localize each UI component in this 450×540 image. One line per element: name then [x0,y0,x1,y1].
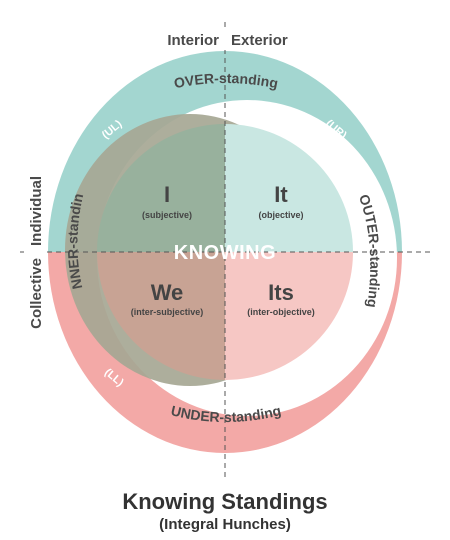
central-circle [97,124,353,380]
diagram-subtitle: (Integral Hunches) [159,516,291,533]
center-knowing-label: KNOWING [174,242,276,264]
quadrant-ll-subtitle: (inter-subjective) [131,307,204,317]
quadrant-lr-fill [225,252,353,380]
quadrant-ur-subtitle: (objective) [258,210,303,220]
exterior-label: Exterior [231,32,288,49]
under-standing-label: UNDER-standing [169,402,282,425]
interior-label: Interior [167,32,219,49]
quadrant-ll-fill [97,252,225,380]
quadrant-ul-subtitle: (subjective) [142,210,192,220]
individual-label: Individual [28,176,45,246]
axis-label-bg-left [24,150,46,350]
quadrant-lr-title: Its [268,280,294,305]
quadrant-ur-title: It [274,182,288,207]
over-standing-label: OVER-standing [173,70,280,91]
diagram-title: Knowing Standings [122,489,327,514]
axis-label-bg-top [158,28,294,50]
quadrant-lr-subtitle: (inter-objective) [247,307,315,317]
quadrant-ll-title: We [151,280,184,305]
quadrant-ul-title: I [164,182,170,207]
collective-label: Collective [28,258,45,329]
quadrant-ul-fill [97,124,225,252]
quadrant-ur-fill [225,124,353,252]
